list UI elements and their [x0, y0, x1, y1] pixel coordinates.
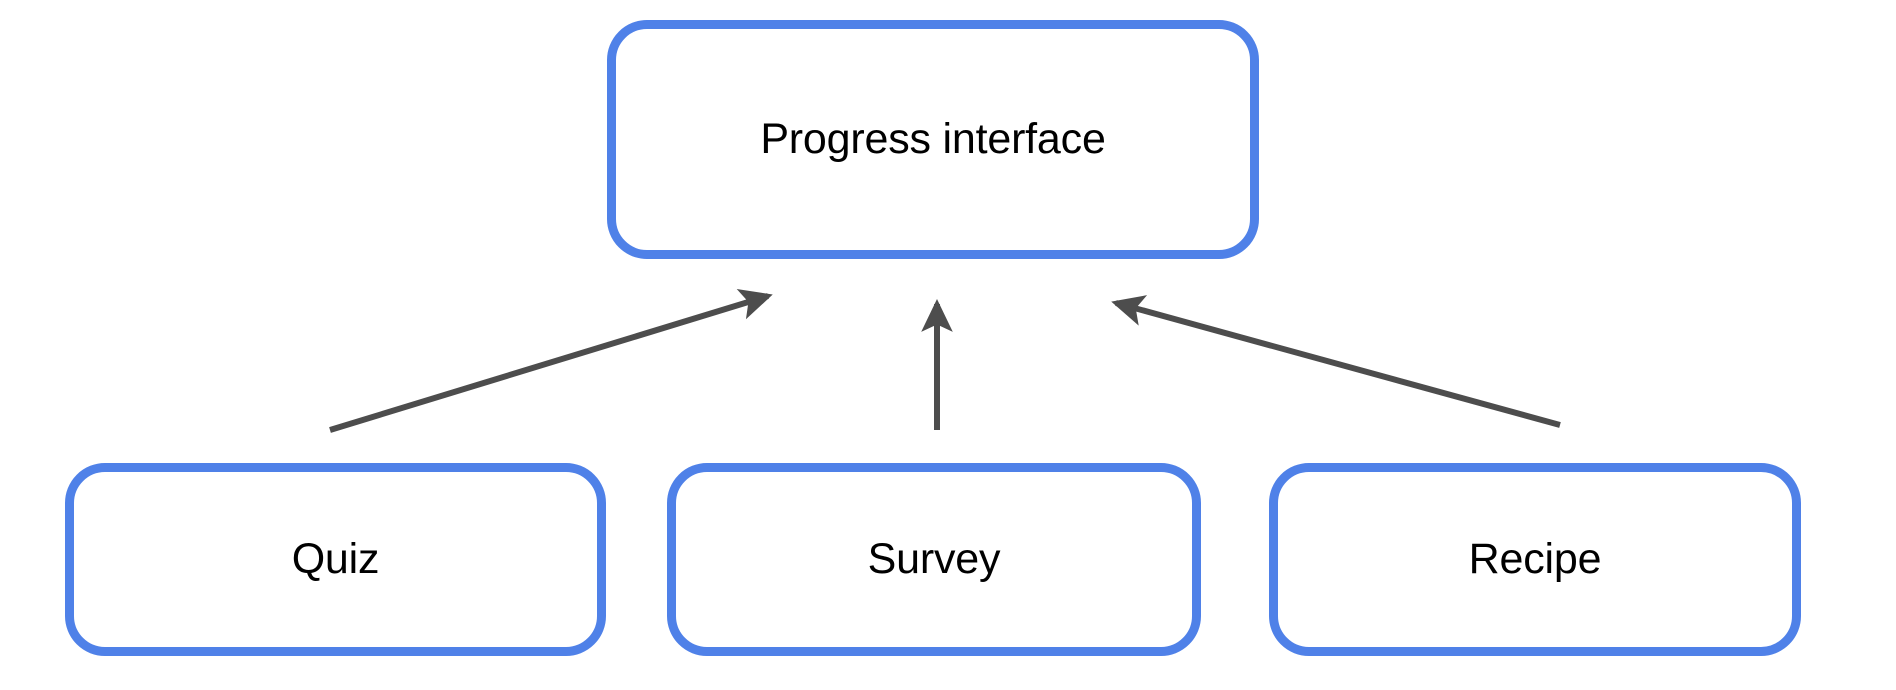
node-progress-interface-label: Progress interface	[760, 114, 1106, 163]
edge-recipe-to-progress-interface	[1111, 295, 1561, 428]
node-quiz[interactable]: Quiz	[65, 463, 606, 656]
node-recipe[interactable]: Recipe	[1269, 463, 1801, 656]
node-recipe-label: Recipe	[1468, 534, 1602, 583]
node-quiz-label: Quiz	[291, 534, 380, 583]
node-progress-interface[interactable]: Progress interface	[607, 20, 1259, 259]
edge-quiz-to-progress-interface	[329, 289, 773, 433]
node-survey-label: Survey	[867, 534, 1001, 583]
node-survey[interactable]: Survey	[667, 463, 1201, 656]
